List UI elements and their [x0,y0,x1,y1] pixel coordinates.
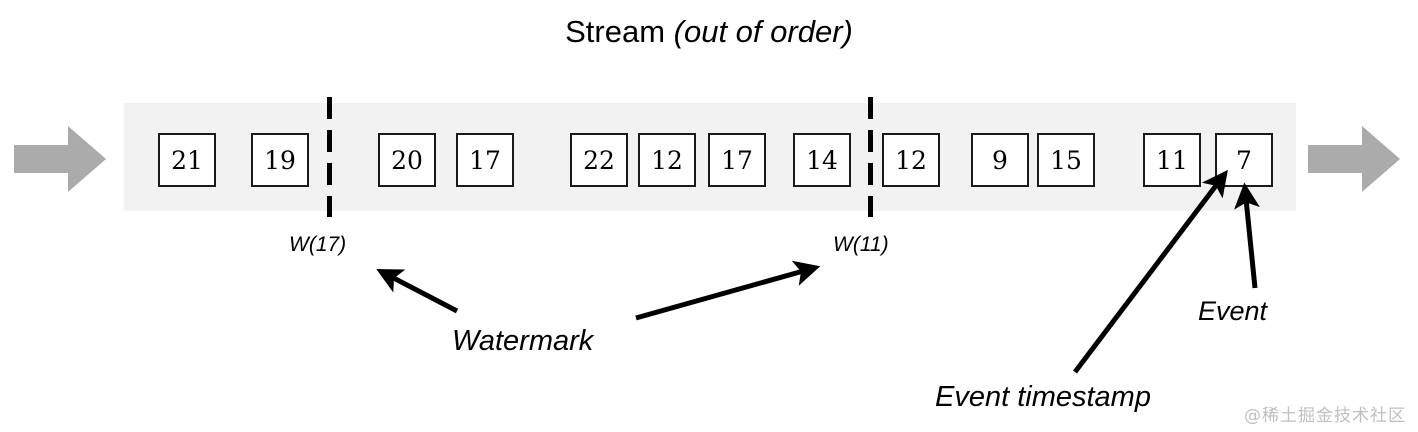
callout-label-event: Event [1198,296,1268,326]
title-plain-part: Stream [565,14,674,49]
watermark-right-arrow-icon [635,260,821,321]
event-box: 11 [1143,133,1201,187]
event-box: 17 [456,133,514,187]
stream-inflow-arrow-icon [14,126,106,192]
event-box: 12 [882,133,940,187]
page-title: Stream (out of order) [0,14,1418,50]
event-box: 19 [251,133,309,187]
event-box: 22 [570,133,628,187]
stream-outflow-arrow-icon [1308,126,1400,192]
watermark-dashed-line [327,97,332,217]
event-box: 14 [793,133,851,187]
event-box: 21 [158,133,216,187]
title-italic-part: (out of order) [673,14,853,49]
callout-label-watermark: Watermark [452,325,594,357]
event-box: 12 [638,133,696,187]
watermark-label-w11: W(11) [833,233,889,256]
event-box: 20 [378,133,436,187]
watermark-label-w17: W(17) [289,233,347,256]
corner-watermark: @稀土掘金技术社区 [1244,406,1406,426]
callout-label-event-timestamp: Event timestamp [935,381,1151,413]
event-box: 9 [971,133,1029,187]
event-box: 17 [708,133,766,187]
watermark-dashed-line [868,97,873,217]
event-box: 15 [1037,133,1095,187]
watermark-left-arrow-icon [376,269,459,314]
event-box: 7 [1215,133,1273,187]
